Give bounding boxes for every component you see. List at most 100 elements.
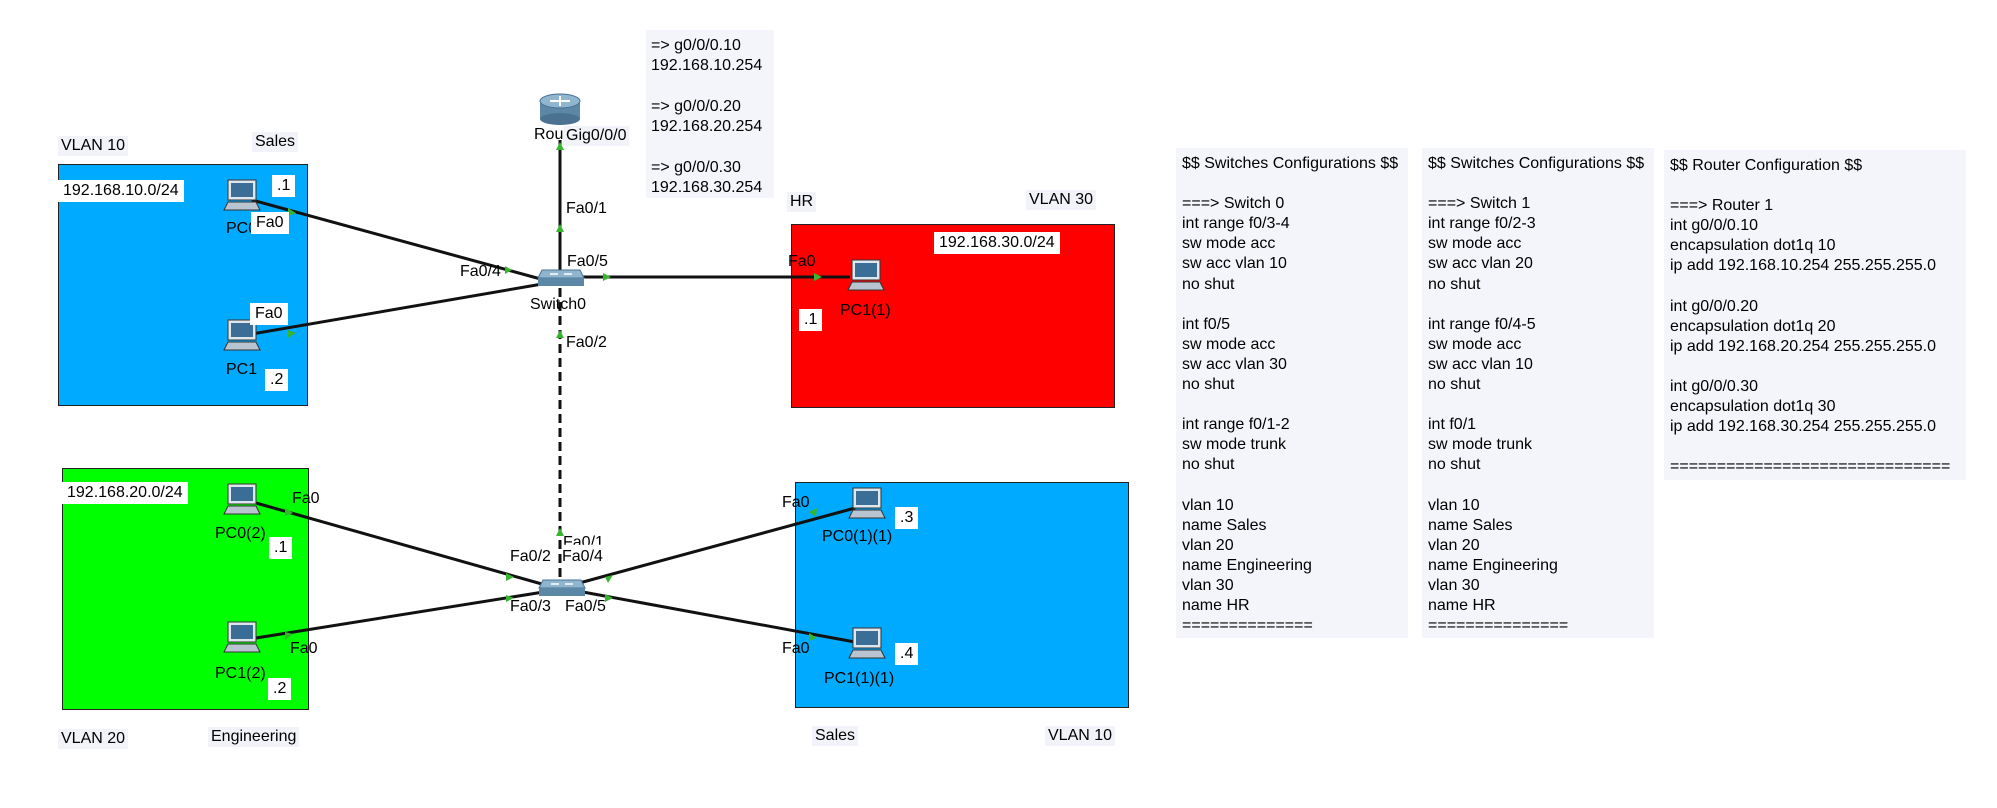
config-line: int range f0/1-2: [1182, 416, 1290, 434]
router-note-line: [651, 137, 769, 157]
config-line: [1428, 295, 1648, 315]
port-indicator: [556, 224, 564, 232]
router-note-line: 192.168.20.254: [651, 118, 763, 136]
config-line: int range f0/2-3: [1428, 215, 1536, 233]
config-line: int g0/0/0.20: [1670, 297, 1759, 315]
config-line: sw mode acc: [1182, 235, 1276, 253]
port-indicator: [603, 273, 611, 281]
pc1-ip: .2: [265, 369, 289, 391]
vlan20-engineering-area: [62, 468, 309, 710]
dept-label-hr: HR: [787, 192, 817, 212]
pc1-1-label: PC1(1): [840, 302, 891, 319]
switch0-label: Switch0: [530, 296, 587, 313]
config-line: name Engineering: [1182, 556, 1312, 574]
link-switch1-pc1-1-1: [571, 588, 856, 644]
config-line: no shut: [1428, 456, 1481, 474]
link-pc0-2-switch1: [255, 501, 557, 590]
port-indicator: [556, 528, 564, 536]
config-line: vlan 10: [1428, 496, 1480, 514]
config-line: name Sales: [1182, 516, 1267, 534]
pc0-1-1-port: Fa0: [782, 494, 810, 511]
link-pc0-switch0: [251, 198, 549, 283]
port-indicator: [809, 633, 817, 641]
switch0-port-fa0-1: Fa0/1: [566, 200, 607, 217]
pc1-1-1-icon[interactable]: [847, 626, 887, 662]
link-switch1-pc0-1-1: [571, 506, 856, 587]
pc1-2-icon[interactable]: [222, 620, 262, 656]
pc1-2-ip: .2: [268, 678, 292, 700]
config-line: ip add 192.168.20.254 255.255.255.0: [1670, 337, 1937, 355]
port-indicator: [288, 208, 296, 216]
switch0-port-fa0-5: Fa0/5: [567, 253, 608, 270]
config-line: [1182, 395, 1402, 415]
switch1-port-fa0-2: Fa0/2: [510, 548, 551, 565]
router-port-gig0: Gig0/0/0: [563, 126, 630, 146]
switch1-port-fa0-3: Fa0/3: [510, 598, 551, 615]
config-line: sw mode acc: [1428, 235, 1522, 253]
config-line: ==============================: [1670, 458, 1951, 476]
pc1-1-ip: .1: [799, 309, 823, 331]
dept-label-top-left: Sales: [252, 132, 299, 152]
config-line: no shut: [1182, 275, 1235, 293]
switch0-icon[interactable]: [536, 266, 586, 288]
config-line: [1670, 277, 1960, 297]
pc0-1-1-icon[interactable]: [847, 486, 887, 522]
pc1-1-port: Fa0: [788, 253, 816, 270]
config-line: [1428, 395, 1648, 415]
config-line: no shut: [1428, 376, 1481, 394]
config-line: name Sales: [1428, 516, 1513, 534]
pc1-icon[interactable]: [222, 318, 262, 354]
config-line: ip add 192.168.10.254 255.255.255.0: [1670, 257, 1937, 275]
router-icon[interactable]: [536, 89, 584, 127]
pc0-1-1-label: PC0(1)(1): [822, 528, 893, 545]
pc0-1-1-ip: .3: [895, 507, 919, 529]
router-note-line: => g0/0/0.30: [651, 158, 741, 176]
pc0-2-label: PC0(2): [215, 525, 266, 542]
config-line: no shut: [1182, 456, 1235, 474]
router-note-line: 192.168.10.254: [651, 57, 763, 75]
port-indicator: [814, 273, 822, 281]
port-indicator: [285, 632, 293, 640]
switch0-port-fa0-4: Fa0/4: [460, 263, 501, 280]
config-line: vlan 20: [1428, 536, 1480, 554]
config-line: int g0/0/0.30: [1670, 378, 1759, 396]
config-line: sw acc vlan 10: [1182, 255, 1287, 273]
pc1-2-label: PC1(2): [215, 665, 266, 682]
config-line: [1428, 174, 1648, 194]
switch1-config-panel: $$ Switches Configurations $$===> Switch…: [1422, 148, 1654, 638]
router-note-line: 192.168.30.254: [651, 179, 763, 197]
port-indicator: [556, 330, 564, 338]
switch1-port-fa0-1: Fa0/1: [563, 534, 604, 551]
config-line: no shut: [1428, 275, 1481, 293]
config-line: $$ Switches Configurations $$: [1182, 155, 1399, 172]
switch1-port-fa0-4: Fa0/4: [562, 548, 603, 565]
vlan-label-top-left: VLAN 10: [58, 136, 129, 156]
pc0-ip: .1: [272, 175, 296, 197]
vlan-label-bottom-left: VLAN 20: [58, 729, 129, 749]
config-line: ==============: [1182, 617, 1313, 635]
pc0-2-icon[interactable]: [222, 482, 262, 518]
config-line: $$ Switches Configurations $$: [1428, 155, 1645, 172]
router-note-line: [651, 77, 769, 97]
config-line: sw mode acc: [1182, 335, 1276, 353]
switch0-port-fa0-2: Fa0/2: [566, 334, 607, 351]
vlan-label-bottom-right: VLAN 10: [1045, 726, 1116, 746]
pc1-2-port: Fa0: [290, 640, 318, 657]
config-line: encapsulation dot1q 20: [1670, 317, 1836, 335]
config-line: [1670, 437, 1960, 457]
switch1-port-fa0-5: Fa0/5: [565, 598, 606, 615]
config-line: encapsulation dot1q 30: [1670, 398, 1836, 416]
config-line: name Engineering: [1428, 556, 1558, 574]
pc0-port: Fa0: [251, 212, 289, 234]
link-pc1-switch0: [251, 281, 549, 336]
vlan30-hr-area: [791, 224, 1115, 408]
pc0-icon[interactable]: [222, 178, 262, 214]
config-line: [1428, 476, 1648, 496]
pc1-1-1-port: Fa0: [782, 640, 810, 657]
config-line: sw acc vlan 30: [1182, 355, 1287, 373]
pc1-1-icon[interactable]: [846, 258, 886, 294]
switch1-icon[interactable]: [537, 576, 587, 598]
port-indicator: [605, 575, 613, 583]
